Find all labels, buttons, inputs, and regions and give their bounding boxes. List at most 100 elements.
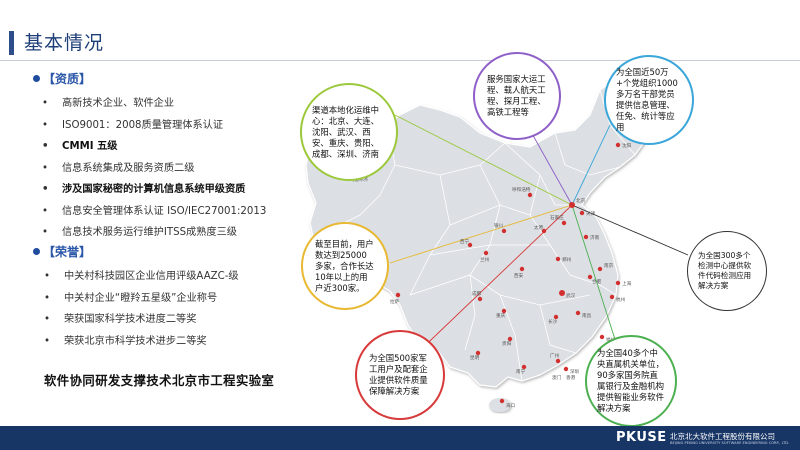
city-dot-beijing [569, 202, 575, 208]
qualifications-heading-text: 【资质】 [43, 72, 92, 86]
honors-list: 中关村科技园区企业信用评级AAZC-级 中关村企业“瞪羚五星级”企业称号 荣获国… [44, 266, 239, 352]
footer-bar [0, 426, 800, 450]
city-dot-haikou [499, 398, 505, 404]
list-item: 中关村科技园区企业信用评级AAZC-级 [44, 266, 239, 288]
city-dot-kunming [475, 350, 481, 356]
list-item: CMMI 五级 [42, 136, 266, 158]
callout-channel-centers: 渠道本地化运维中心：北京、大连、沈阳、武汉、西安、重庆、贵阳、成都、深圳、济南 [300, 83, 398, 181]
city-label: 澳门 [552, 374, 562, 381]
city-label: 天津 [586, 210, 596, 217]
city-dot-changsha [553, 314, 559, 320]
city-dot-wuhan [559, 290, 565, 296]
callout-military-users: 为全国500家军工用户及配套企业提供软件质量保障解决方案 [355, 330, 445, 420]
city-label: 广州 [550, 352, 560, 359]
company-name: 北京北大软件工程股份有限公司 [670, 432, 775, 441]
callout-text: 为全国300多个检测中心提供软件代码检测应用解决方案 [698, 251, 752, 290]
title-accent-bar [9, 31, 14, 55]
city-label: 贵阳 [502, 340, 512, 347]
city-dot-fuzhou [599, 334, 605, 340]
city-dot-jinan [583, 234, 589, 240]
city-label: 西安 [514, 272, 524, 279]
city-dot-shenyang [615, 142, 621, 148]
title-divider [0, 60, 800, 61]
city-label: 兰州 [480, 256, 490, 263]
city-label: 杭州 [616, 296, 626, 303]
city-label: 南京 [604, 262, 614, 269]
bullet-dot-icon [33, 248, 40, 255]
list-item: 荣获国家科学技术进度二等奖 [44, 309, 239, 331]
page-title: 基本情况 [24, 32, 105, 54]
qualifications-heading: 【资质】 [33, 70, 91, 87]
list-item: ISO9001：2008质量管理体系认证 [42, 115, 266, 137]
callout-text: 服务国家大运工程、载人航天工程、探月工程、高铁工程等 [487, 74, 546, 117]
qualifications-list: 高新技术企业、软件企业 ISO9001：2008质量管理体系认证 CMMI 五级… [42, 93, 266, 244]
city-label: 重庆 [496, 312, 506, 319]
callout-central-agencies: 为全国40多个中央直属机关单位，90多家国务院直属银行及金融机构提供智能业务软件… [585, 335, 677, 427]
callout-text: 为全国500家军工用户及配套企业提供软件质量保障解决方案 [369, 353, 428, 396]
city-dot-xining [467, 242, 473, 248]
bullet-dot-icon [33, 75, 40, 82]
list-item: 高新技术企业、软件企业 [42, 93, 266, 115]
city-label: 郑州 [562, 256, 572, 263]
city-label: 南昌 [582, 312, 592, 319]
city-dot-zhengzhou [555, 256, 561, 262]
city-dot-nanjing [597, 266, 603, 272]
city-label: 香港 [566, 374, 576, 381]
city-label: 武汉 [566, 292, 576, 299]
list-item: 中关村企业“瞪羚五星级”企业称号 [44, 288, 239, 310]
honors-heading-text: 【荣誉】 [43, 245, 92, 259]
city-label: 上海 [622, 280, 632, 287]
city-dot-lhasa [395, 292, 401, 298]
city-label: 石家庄 [550, 214, 564, 221]
city-label: 成都 [472, 290, 482, 297]
callout-testing-centers: 为全国300多个检测中心提供软件代码检测应用解决方案 [687, 231, 767, 311]
city-dot-shenzhen [563, 366, 569, 372]
city-dot-taiyuan [541, 228, 547, 234]
city-label: 沈阳 [622, 142, 632, 149]
callout-text: 渠道本地化运维中心：北京、大连、沈阳、武汉、西安、重庆、贵阳、成都、深圳、济南 [312, 104, 379, 159]
city-dot-hefei [587, 274, 593, 280]
honors-heading: 【荣誉】 [33, 243, 91, 260]
city-label: 北京 [576, 197, 586, 204]
china-map: 乌鲁木齐 哈尔滨 长春 沈阳 呼和浩特 北京 天津 石家庄 济南 太原 银川 西… [305, 72, 689, 412]
city-label: 昆明 [470, 355, 480, 361]
callout-national-projects: 服务国家大运工程、载人航天工程、探月工程、高铁工程等 [473, 52, 561, 140]
city-label: 海口 [506, 402, 516, 409]
city-label: 合肥 [592, 278, 602, 285]
city-dot-lanzhou [483, 250, 489, 256]
city-dot-tianjin [579, 210, 585, 216]
city-label: 南宁 [516, 368, 526, 375]
city-label: 呼和浩特 [512, 186, 531, 193]
city-label: 深圳 [570, 368, 580, 375]
city-label: 银川 [494, 222, 504, 229]
city-dot-nanchang [575, 310, 581, 316]
city-label: 拉萨 [390, 298, 400, 305]
callout-text: 截至目前，用户数达到25000多家，合作长达10年以上的用户近300家。 [315, 238, 374, 293]
company-name-en: BEIJING PEKING UNIVERSITY SOFTWARE ENGIN… [670, 441, 790, 445]
city-dot-chengdu [477, 296, 483, 302]
city-dot-chongqing [501, 308, 507, 314]
city-dot-hangzhou [609, 294, 615, 300]
list-item: 信息技术服务运行维护ITSS成熟度三级 [42, 222, 266, 244]
hainan-island [489, 398, 511, 412]
lab-label: 软件协同研发支撑技术北京市工程实验室 [44, 374, 275, 388]
list-item: 信息安全管理体系认证 ISO/IEC27001:2013 [42, 201, 266, 223]
callout-text: 为全国近50万+个党组织1000多万名干部党员提供信息管理、任免、统计等应用 [616, 67, 678, 132]
city-label: 西宁 [460, 238, 470, 245]
city-label: 太原 [534, 224, 544, 231]
city-dot-hohhot [527, 192, 533, 198]
company-logo: PKUSE [616, 430, 667, 445]
city-dot-yinchuan [501, 228, 507, 234]
city-dot-shanghai [615, 280, 621, 286]
list-item: 涉及国家秘密的计算机信息系统甲级资质 [42, 179, 266, 201]
city-label: 济南 [590, 234, 600, 241]
list-item: 荣获北京市科学技术进步二等奖 [44, 331, 239, 353]
city-dot-guiyang [507, 336, 513, 342]
callout-party-orgs: 为全国近50万+个党组织1000多万名干部党员提供信息管理、任免、统计等应用 [604, 55, 694, 145]
city-dot-shijiazhuang [561, 220, 567, 226]
city-label: 长沙 [548, 318, 558, 325]
callout-user-count: 截至目前，用户数达到25000多家，合作长达10年以上的用户近300家。 [301, 222, 389, 310]
callout-text: 为全国40多个中央直属机关单位，90多家国务院直属银行及金融机构提供智能业务软件… [597, 348, 664, 413]
city-dot-guangzhou [555, 358, 561, 364]
